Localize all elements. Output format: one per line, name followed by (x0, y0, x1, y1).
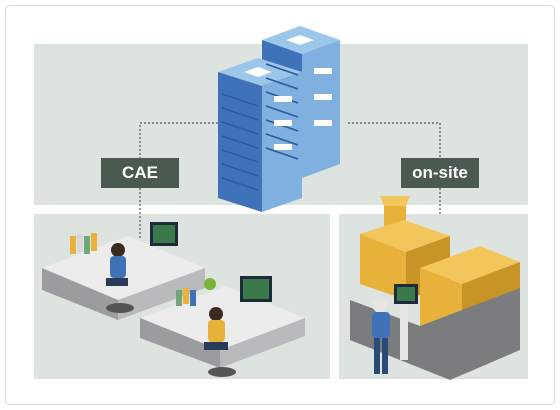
server-rack-icon (218, 26, 340, 212)
server-front (218, 58, 302, 212)
injection-molding-machine-illustration (350, 196, 520, 380)
connector-lines (139, 122, 441, 240)
engineers-office-illustration (42, 222, 305, 377)
cae-label: CAE (101, 158, 179, 188)
onsite-label: on-site (401, 158, 479, 188)
